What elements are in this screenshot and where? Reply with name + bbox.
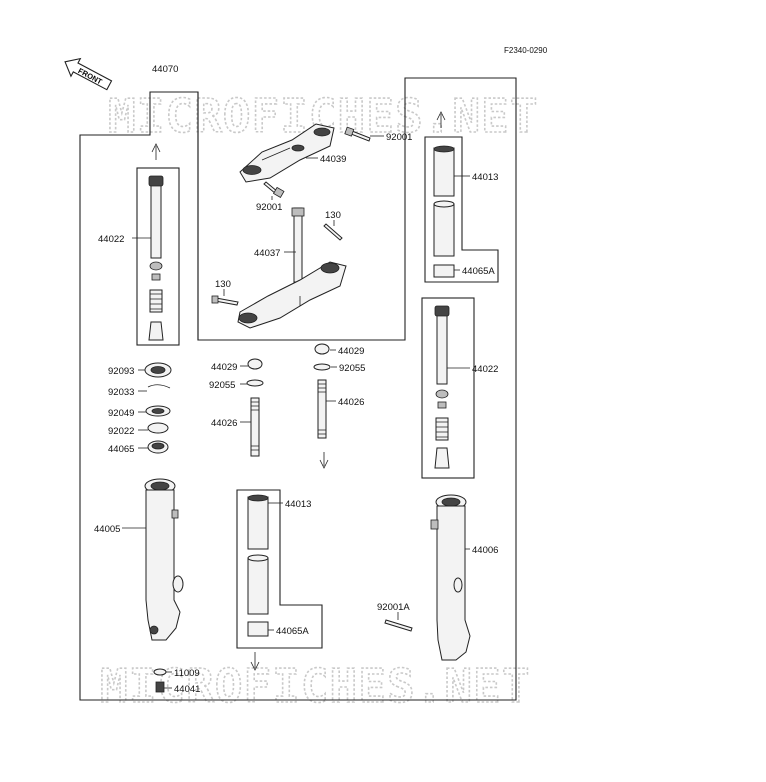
label-44022-left: 44022 [98, 234, 124, 245]
fork-outer-tube-left [144, 478, 184, 693]
label-130-right: 130 [325, 210, 341, 221]
bolt-92001-top [344, 126, 371, 142]
arrow-up-left-icon [151, 143, 161, 160]
inner-tube-box-left [136, 167, 180, 346]
label-130-left: 130 [215, 279, 231, 290]
bolt-92001-mid [263, 181, 285, 199]
bolt-130-right [323, 223, 343, 241]
watermark-bottom: MICROFICHES.NET [100, 659, 530, 713]
label-92055-left: 92055 [209, 380, 235, 391]
bolt-130-left [211, 295, 239, 306]
arrow-down-middle-icon [319, 452, 329, 469]
fork-outer-tube-right [384, 494, 471, 661]
front-arrow-icon: FRONT [64, 57, 113, 91]
label-44026-right: 44026 [338, 397, 364, 408]
label-44022-right: 44022 [472, 364, 498, 375]
label-44039: 44039 [320, 154, 346, 165]
fork-inner-tube-left [148, 175, 164, 341]
arrow-up-right-icon [436, 111, 446, 128]
label-92093: 92093 [108, 366, 134, 377]
label-44065: 44065 [108, 444, 134, 455]
fork-inner-tube-right [434, 305, 450, 469]
label-44065A-top: 44065A [462, 266, 495, 277]
label-92033: 92033 [108, 387, 134, 398]
leader-lines [122, 135, 470, 689]
steering-stem [237, 207, 347, 329]
label-44026-left: 44026 [211, 418, 237, 429]
label-11009: 11009 [174, 668, 200, 679]
label-44006: 44006 [472, 545, 498, 556]
fork-tube-upper-right [433, 145, 455, 278]
sub-box-upper-right [424, 136, 499, 283]
label-92022: 92022 [108, 426, 134, 437]
label-44065A-bottom: 44065A [276, 626, 309, 637]
label-44070: 44070 [152, 64, 178, 75]
label-44029-right: 44029 [338, 346, 364, 357]
label-44041: 44041 [174, 684, 200, 695]
label-92001A: 92001A [377, 602, 410, 613]
label-92049: 92049 [108, 408, 134, 419]
label-44037: 44037 [254, 248, 280, 259]
label-92001-top: 92001 [386, 132, 412, 143]
damper-rod-right [313, 343, 331, 439]
label-44013-bottom: 44013 [285, 499, 311, 510]
label-92001-mid: 92001 [256, 202, 282, 213]
label-44005: 44005 [94, 524, 120, 535]
steering-stem-frame [197, 92, 405, 341]
label-44029-left: 44029 [211, 362, 237, 373]
oil-seal-stack-left [144, 362, 172, 454]
damper-rod-left [246, 358, 264, 457]
label-44013-top: 44013 [472, 172, 498, 183]
arrow-down-bottom-icon [250, 652, 260, 671]
sub-box-lower-middle [236, 489, 323, 649]
label-92055-right: 92055 [339, 363, 365, 374]
drawing-code: F2340-0290 [504, 46, 548, 55]
upper-fork-bracket [239, 123, 335, 183]
fork-tube-lower-middle [247, 494, 269, 637]
inner-tube-box-right [421, 297, 475, 479]
